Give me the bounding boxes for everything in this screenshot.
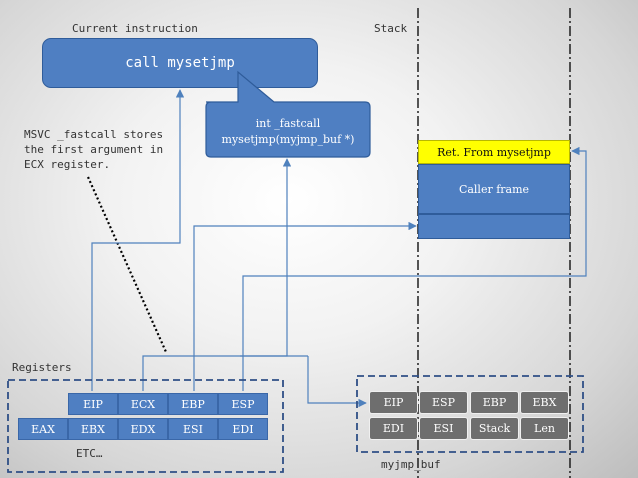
register-eax: EAX <box>18 418 68 440</box>
jmpbuf-edi: EDI <box>369 417 418 440</box>
esp-to-ret-arrow <box>242 146 587 391</box>
stack-caller-frame: Caller frame <box>418 164 570 214</box>
jmpbuf-len: Len <box>520 417 569 440</box>
jmpbuf-ebx: EBX <box>520 391 569 414</box>
register-ecx: ECX <box>118 393 168 415</box>
registers-container <box>7 379 284 473</box>
jmpbuf-ebp: EBP <box>470 391 519 414</box>
jmpbuf-container <box>356 375 584 453</box>
stack-caller-label: Caller frame <box>458 182 530 196</box>
jmpbuf-eip: EIP <box>369 391 418 414</box>
etc-label: ETC… <box>76 447 103 460</box>
fastcall-note: MSVC _fastcall stores the first argument… <box>24 128 164 171</box>
eip-to-call-arrow <box>91 89 185 391</box>
signature-callout <box>205 70 371 158</box>
jmpbuf-esi: ESI <box>419 417 468 440</box>
ecx-to-callout-arrow <box>142 158 292 391</box>
stack-lower-cell <box>418 214 570 239</box>
register-esi: ESI <box>168 418 218 440</box>
ebp-to-stack-arrow <box>193 221 417 391</box>
register-eip: EIP <box>68 393 118 415</box>
registers-label: Registers <box>12 361 72 374</box>
stack-return-address: Ret. From mysetjmp <box>418 140 570 164</box>
jmpbuf-stack: Stack <box>470 417 519 440</box>
current-instruction-label: Current instruction <box>72 22 198 35</box>
call-instruction-box: call mysetjmp <box>42 38 318 88</box>
callout-line2: mysetjmp(myjmp_buf *) <box>221 133 355 146</box>
registers-to-jmpbuf-arrow <box>307 388 367 408</box>
callout-line1: int _fastcall <box>255 117 321 130</box>
jmpbuf-esp: ESP <box>419 391 468 414</box>
register-edi: EDI <box>218 418 268 440</box>
register-ebp: EBP <box>168 393 218 415</box>
register-esp: ESP <box>218 393 268 415</box>
myjmp-buf-label: myjmp_buf <box>381 458 441 471</box>
stack-return-label: Ret. From mysetjmp <box>437 145 551 159</box>
register-edx: EDX <box>118 418 168 440</box>
register-ebx: EBX <box>68 418 118 440</box>
call-instruction-text: call mysetjmp <box>125 55 235 71</box>
stack-label: Stack <box>374 22 408 35</box>
note-pointer <box>86 176 168 353</box>
